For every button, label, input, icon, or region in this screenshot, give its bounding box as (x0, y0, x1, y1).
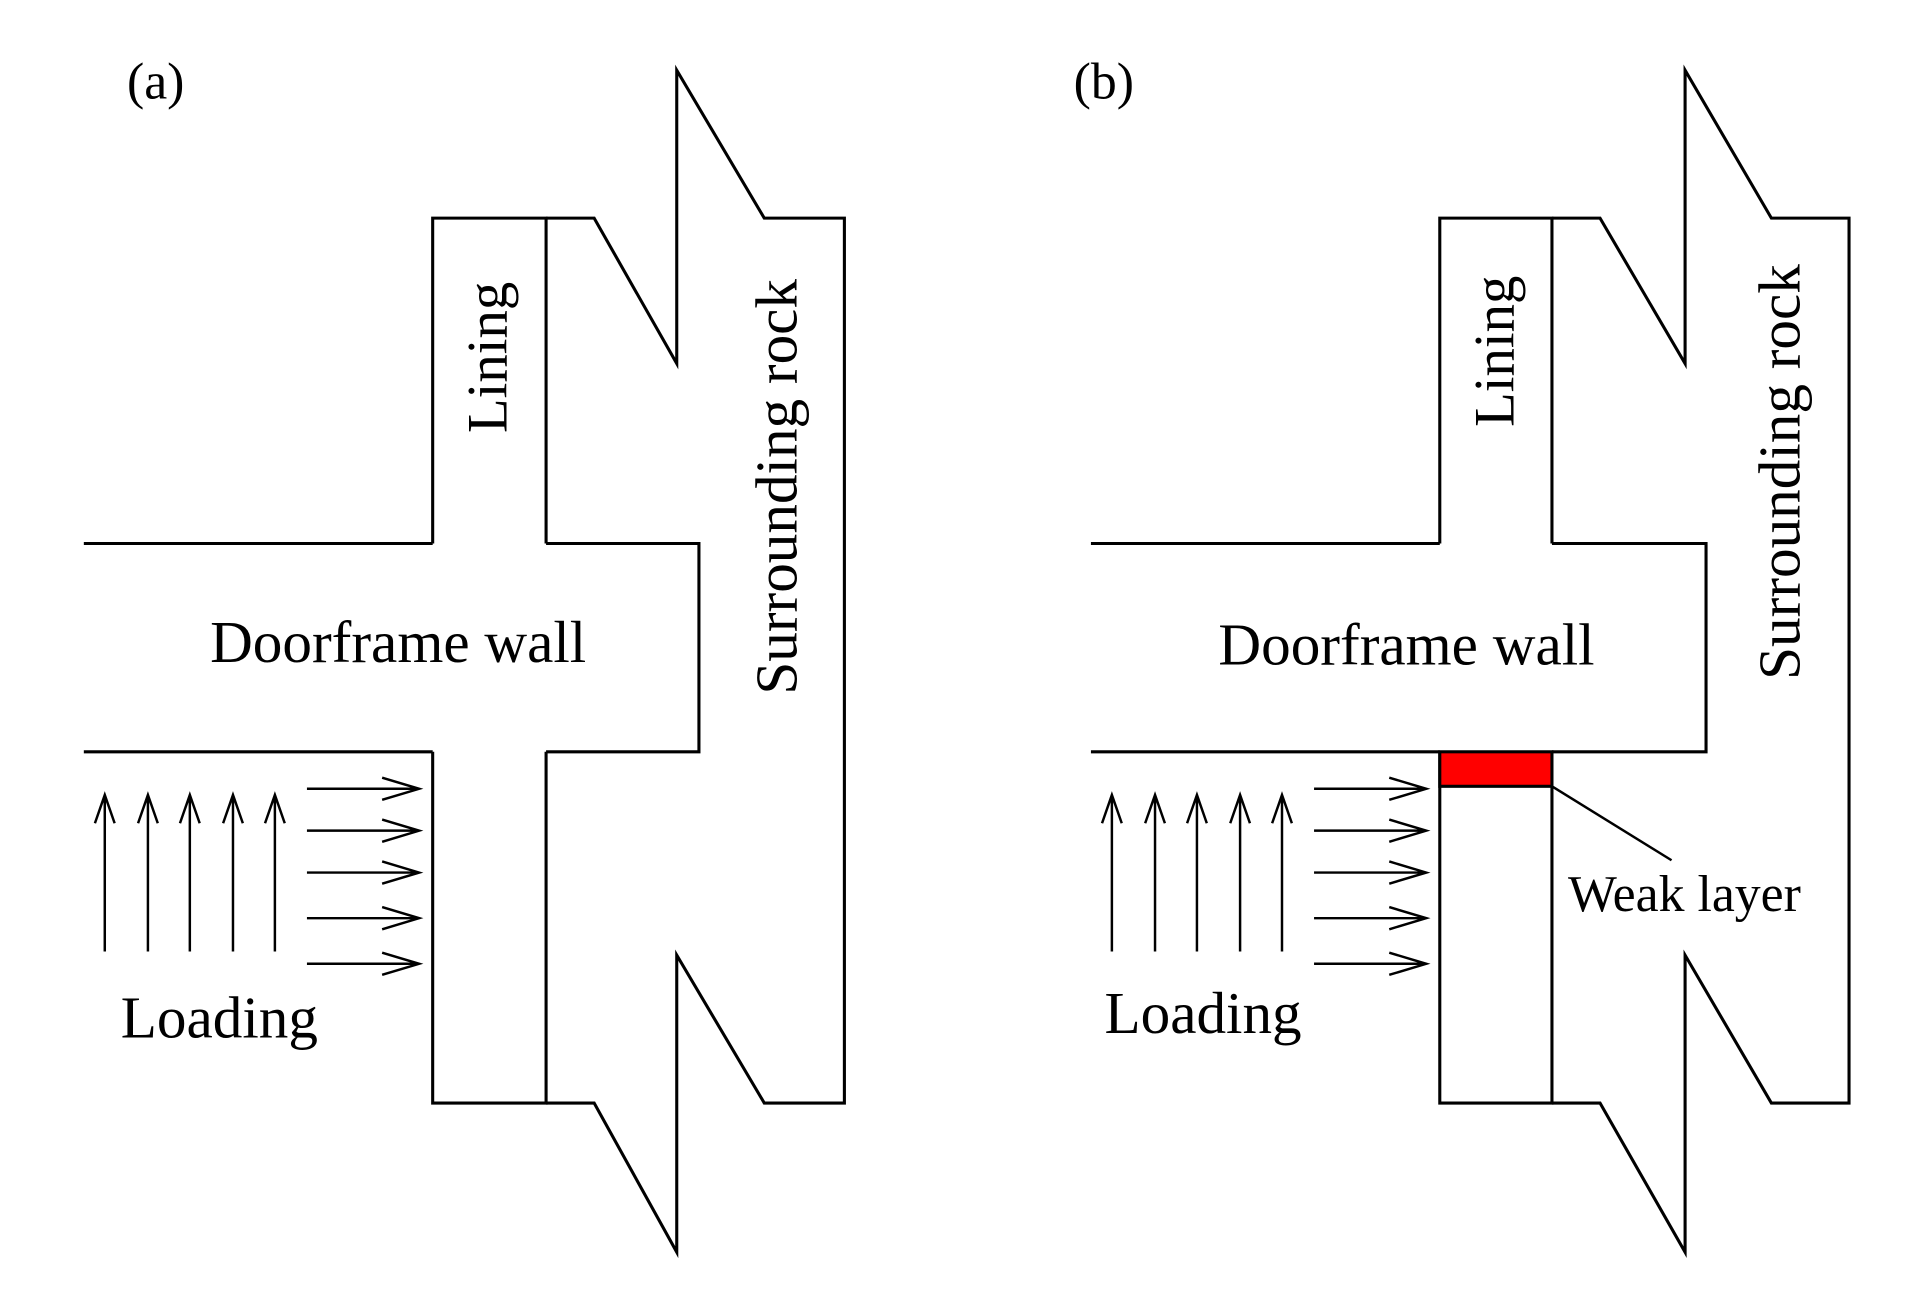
loading-label: Loading (1104, 980, 1301, 1046)
horizontal-arrow (306, 860, 424, 885)
horizontal-arrow (306, 951, 424, 977)
weak-layer (1438, 750, 1554, 788)
horizontal-arrow (306, 818, 424, 843)
lining-outline (1438, 216, 1554, 1105)
horizontal-arrow (306, 776, 424, 802)
surrounding-rock-label: Surrounding rock (1747, 264, 1813, 680)
doorframe-wall-outline (83, 541, 701, 754)
vertical-arrow (178, 791, 201, 952)
horizontal-arrow (1314, 951, 1431, 977)
vertical-arrow (221, 791, 245, 952)
vertical-arrow (136, 791, 159, 952)
vertical-load-arrows (1100, 791, 1294, 952)
vertical-arrow (93, 791, 116, 952)
horizontal-load-arrows (306, 776, 424, 977)
doorframe-wall-outline (1090, 541, 1708, 754)
doorframe-wall-label: Doorframe wall (1218, 611, 1594, 677)
loading-label: Loading (121, 985, 318, 1051)
vertical-arrow (1229, 791, 1252, 952)
lining-label: Lining (457, 282, 520, 433)
lining-label: Lining (1464, 276, 1527, 427)
panel-a-tag: (a) (127, 54, 184, 111)
vertical-arrow (1144, 791, 1167, 952)
lining-outline (431, 216, 548, 1105)
horizontal-arrow (1314, 860, 1431, 885)
surrounding-rock-outline (546, 64, 846, 1259)
horizontal-arrow (1314, 818, 1431, 843)
panel-b-tag: (b) (1074, 54, 1134, 111)
vertical-arrow (263, 791, 286, 952)
horizontal-load-arrows (1314, 776, 1431, 977)
panel-b: (b) Doorframe wall Lining Surrounding ro… (1074, 54, 1851, 1258)
vertical-arrow (1185, 791, 1208, 952)
surrounding-rock-label: Surrounding rock (743, 279, 809, 695)
panel-a: (a) Doorframe wall Lining Surrounding ro… (83, 54, 846, 1259)
horizontal-arrow (1314, 776, 1431, 802)
horizontal-arrow (1314, 905, 1431, 931)
surrounding-rock-outline (1551, 64, 1851, 1258)
doorframe-wall-label: Doorframe wall (210, 609, 586, 675)
vertical-arrow (1100, 791, 1123, 952)
horizontal-arrow (306, 905, 424, 931)
vertical-arrow (1270, 791, 1294, 952)
weak-layer-label: Weak layer (1568, 866, 1801, 923)
weak-layer-leader (1551, 785, 1673, 862)
vertical-load-arrows (93, 791, 286, 952)
